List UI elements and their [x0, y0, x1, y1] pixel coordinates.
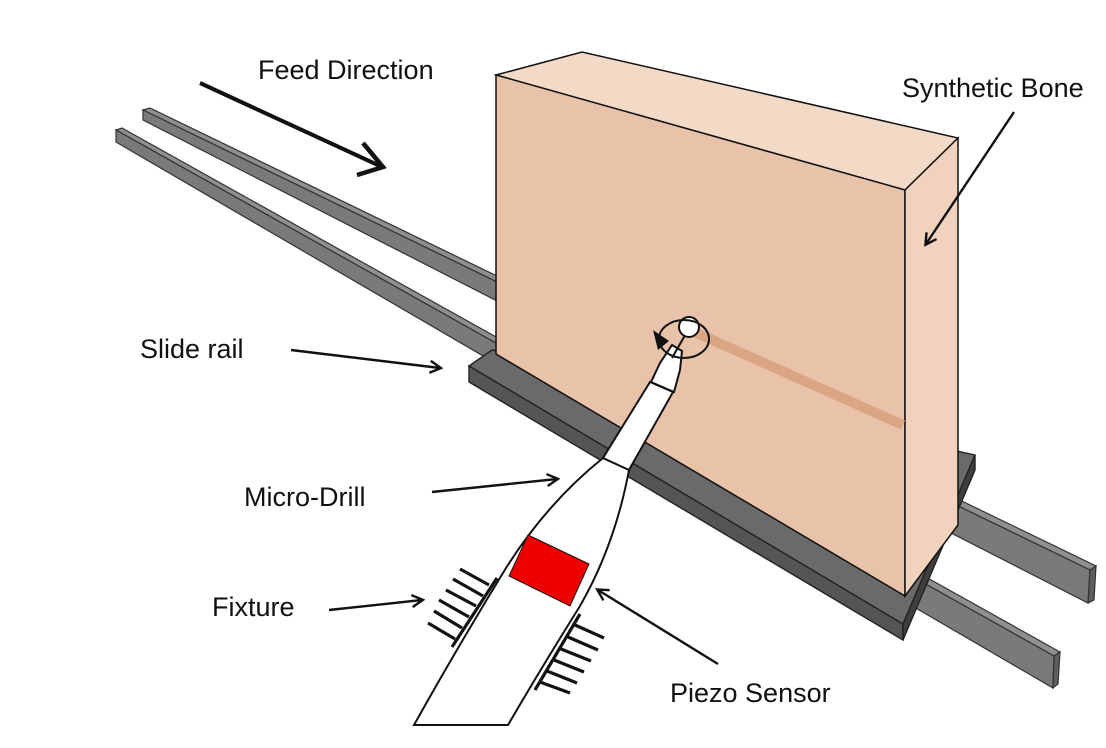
- feed-direction-label: Feed Direction: [258, 55, 434, 85]
- synthetic-bone-block: [493, 51, 960, 599]
- micro-drill-label: Micro-Drill: [244, 482, 365, 512]
- drill-track: [687, 325, 906, 430]
- synthetic-bone-label: Synthetic Bone: [902, 73, 1084, 103]
- rotation-arrow-icon: [653, 319, 710, 359]
- fixture-clamp-left: [427, 567, 499, 648]
- micro-drill: [412, 316, 710, 726]
- synthetic-bone-pointer: [926, 111, 1015, 244]
- piezo-sensor-pointer: [598, 590, 719, 666]
- fixture-clamp-right: [533, 613, 605, 695]
- micro-drill-pointer: [431, 479, 557, 494]
- slide-rail-pointer: [290, 348, 440, 368]
- feed-direction-arrowhead: [356, 141, 387, 178]
- fixture-pointer: [328, 600, 422, 612]
- slide-rail-label: Slide rail: [140, 334, 244, 364]
- feed-direction-arrow: [199, 81, 381, 168]
- piezo-sensor: [508, 534, 590, 607]
- label-arrows: [199, 81, 1015, 666]
- fixture-label: Fixture: [212, 592, 295, 622]
- piezo-sensor-label: Piezo Sensor: [670, 678, 831, 708]
- drill-body: [412, 456, 631, 726]
